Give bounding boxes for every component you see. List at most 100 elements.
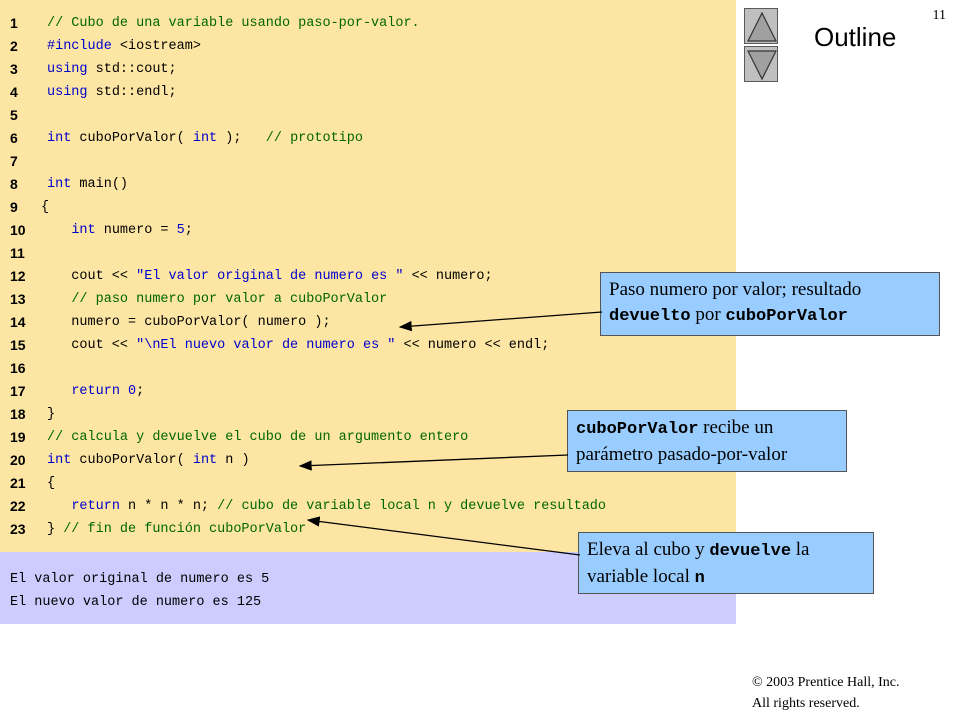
code-token: cuboPorValor( <box>71 131 193 146</box>
code-line: 20 int cuboPorValor( int n ) <box>0 449 736 472</box>
code-token: 0 <box>128 384 137 399</box>
code-token: "\nEl nuevo valor de numero es " <box>136 338 396 353</box>
next-slide-button[interactable] <box>744 46 778 82</box>
copyright-line: © 2003 Prentice Hall, Inc. <box>752 675 900 690</box>
code-text: cout << "\nEl nuevo valor de numero es "… <box>47 334 549 357</box>
line-number: 8 <box>10 176 18 192</box>
code-text: // calcula y devuelve el cubo de un argu… <box>47 426 468 449</box>
code-text: using std::cout; <box>47 58 177 81</box>
code-token: // cubo de variable local n y devuelve r… <box>217 499 607 514</box>
code-text: { <box>41 196 49 219</box>
callout-code: devuelve <box>709 542 792 561</box>
code-text: // Cubo de una variable usando paso-por-… <box>47 12 420 35</box>
triangle-up-icon <box>747 11 777 42</box>
code-token: } <box>47 522 64 537</box>
code-line: 22 return n * n * n; // cubo de variable… <box>0 495 736 518</box>
line-number: 1 <box>10 15 18 31</box>
code-token <box>47 223 71 238</box>
code-line: 23} // fin de función cuboPorValor <box>0 518 736 541</box>
code-line: 13 // paso numero por valor a cuboPorVal… <box>0 288 736 311</box>
code-text: int numero = 5; <box>47 219 193 242</box>
line-number: 5 <box>10 107 18 123</box>
callout-text: por <box>690 304 726 325</box>
code-line: 19// calcula y devuelve el cubo de un ar… <box>0 426 736 449</box>
code-token: 5 <box>176 223 185 238</box>
page-number: 11 <box>932 8 946 23</box>
code-token: n ) <box>217 453 250 468</box>
code-line: 1 // Cubo de una variable usando paso-por… <box>0 12 736 35</box>
copyright: © 2003 Prentice Hall, Inc. All rights re… <box>752 672 900 714</box>
line-number: 9 <box>10 199 18 215</box>
code-line: 5 <box>0 104 736 127</box>
code-token: int <box>47 131 72 146</box>
code-line: 3 using std::cout; <box>0 58 736 81</box>
callout-code: cuboPorValor <box>725 307 848 326</box>
copyright-line: All rights reserved. <box>752 696 860 711</box>
triangle-down-icon <box>747 50 777 81</box>
code-line: 16 <box>0 357 736 380</box>
previous-slide-button[interactable] <box>744 8 778 44</box>
code-token: int <box>192 453 218 468</box>
code-text: cout << "El valor original de numero es … <box>47 265 493 288</box>
code-token: // fin de función cuboPorValor <box>63 522 307 537</box>
code-token: numero = <box>95 223 177 238</box>
callout-code: devuelto <box>609 307 691 326</box>
callout-cube-returns: Eleva al cubo y devuelve la variable loc… <box>578 532 874 594</box>
line-number: 23 <box>10 521 26 537</box>
code-token: int <box>192 131 218 146</box>
callout-text: recibe un <box>698 417 774 438</box>
callout-text: Eleva al cubo y <box>587 539 710 560</box>
code-line: 10 int numero = 5; <box>0 219 736 242</box>
line-number: 11 <box>10 245 25 261</box>
code-token: n * n * n; <box>119 499 218 514</box>
code-line: 14 numero = cuboPorValor( numero ); <box>0 311 736 334</box>
code-token: ); <box>217 131 266 146</box>
code-token: return <box>71 499 120 514</box>
line-number: 3 <box>10 61 18 77</box>
code-token: int <box>71 223 96 238</box>
code-line: 2 #include <iostream> <box>0 35 736 58</box>
code-text: { <box>47 472 55 495</box>
callout-text: variable local <box>587 566 695 587</box>
code-text: } <box>47 403 55 426</box>
line-number: 13 <box>10 291 26 307</box>
code-token: << numero; <box>403 269 493 284</box>
code-line: 11 <box>0 242 736 265</box>
code-token <box>47 384 71 399</box>
line-number: 15 <box>10 337 26 353</box>
code-token: // paso numero por valor a cuboPorValor <box>71 292 388 307</box>
line-number: 21 <box>10 475 26 491</box>
code-token: { <box>47 476 56 491</box>
code-text: } // fin de función cuboPorValor <box>47 518 306 541</box>
code-token: { <box>41 200 50 215</box>
line-number: 20 <box>10 452 26 468</box>
line-number: 2 <box>10 38 18 54</box>
code-line: 17 return 0; <box>0 380 736 403</box>
callout-code: n <box>694 569 705 588</box>
code-token: // Cubo de una variable usando paso-por-… <box>47 16 420 31</box>
code-text: int main() <box>47 173 128 196</box>
code-text: using std::endl; <box>47 81 177 104</box>
line-number: 16 <box>10 360 26 376</box>
code-token: // calcula y devuelve el cubo de un argu… <box>47 430 469 445</box>
line-number: 7 <box>10 153 18 169</box>
code-text: return 0; <box>47 380 144 403</box>
code-text: numero = cuboPorValor( numero ); <box>47 311 330 334</box>
code-token <box>47 499 71 514</box>
code-token: main() <box>71 177 129 192</box>
code-line: 12 cout << "El valor original de numero … <box>0 265 736 288</box>
line-number: 14 <box>10 314 26 330</box>
outline-title: Outline <box>814 22 897 52</box>
code-token: int <box>47 453 72 468</box>
line-number: 12 <box>10 268 26 284</box>
code-token <box>120 384 128 399</box>
code-line: 18} <box>0 403 736 426</box>
code-token: cout << <box>47 338 137 353</box>
code-text: #include <iostream> <box>47 35 201 58</box>
code-line: 8 int main() <box>0 173 736 196</box>
code-text: // paso numero por valor a cuboPorValor <box>47 288 387 311</box>
code-text: int cuboPorValor( int n ) <box>47 449 250 472</box>
code-token: ; <box>184 223 193 238</box>
